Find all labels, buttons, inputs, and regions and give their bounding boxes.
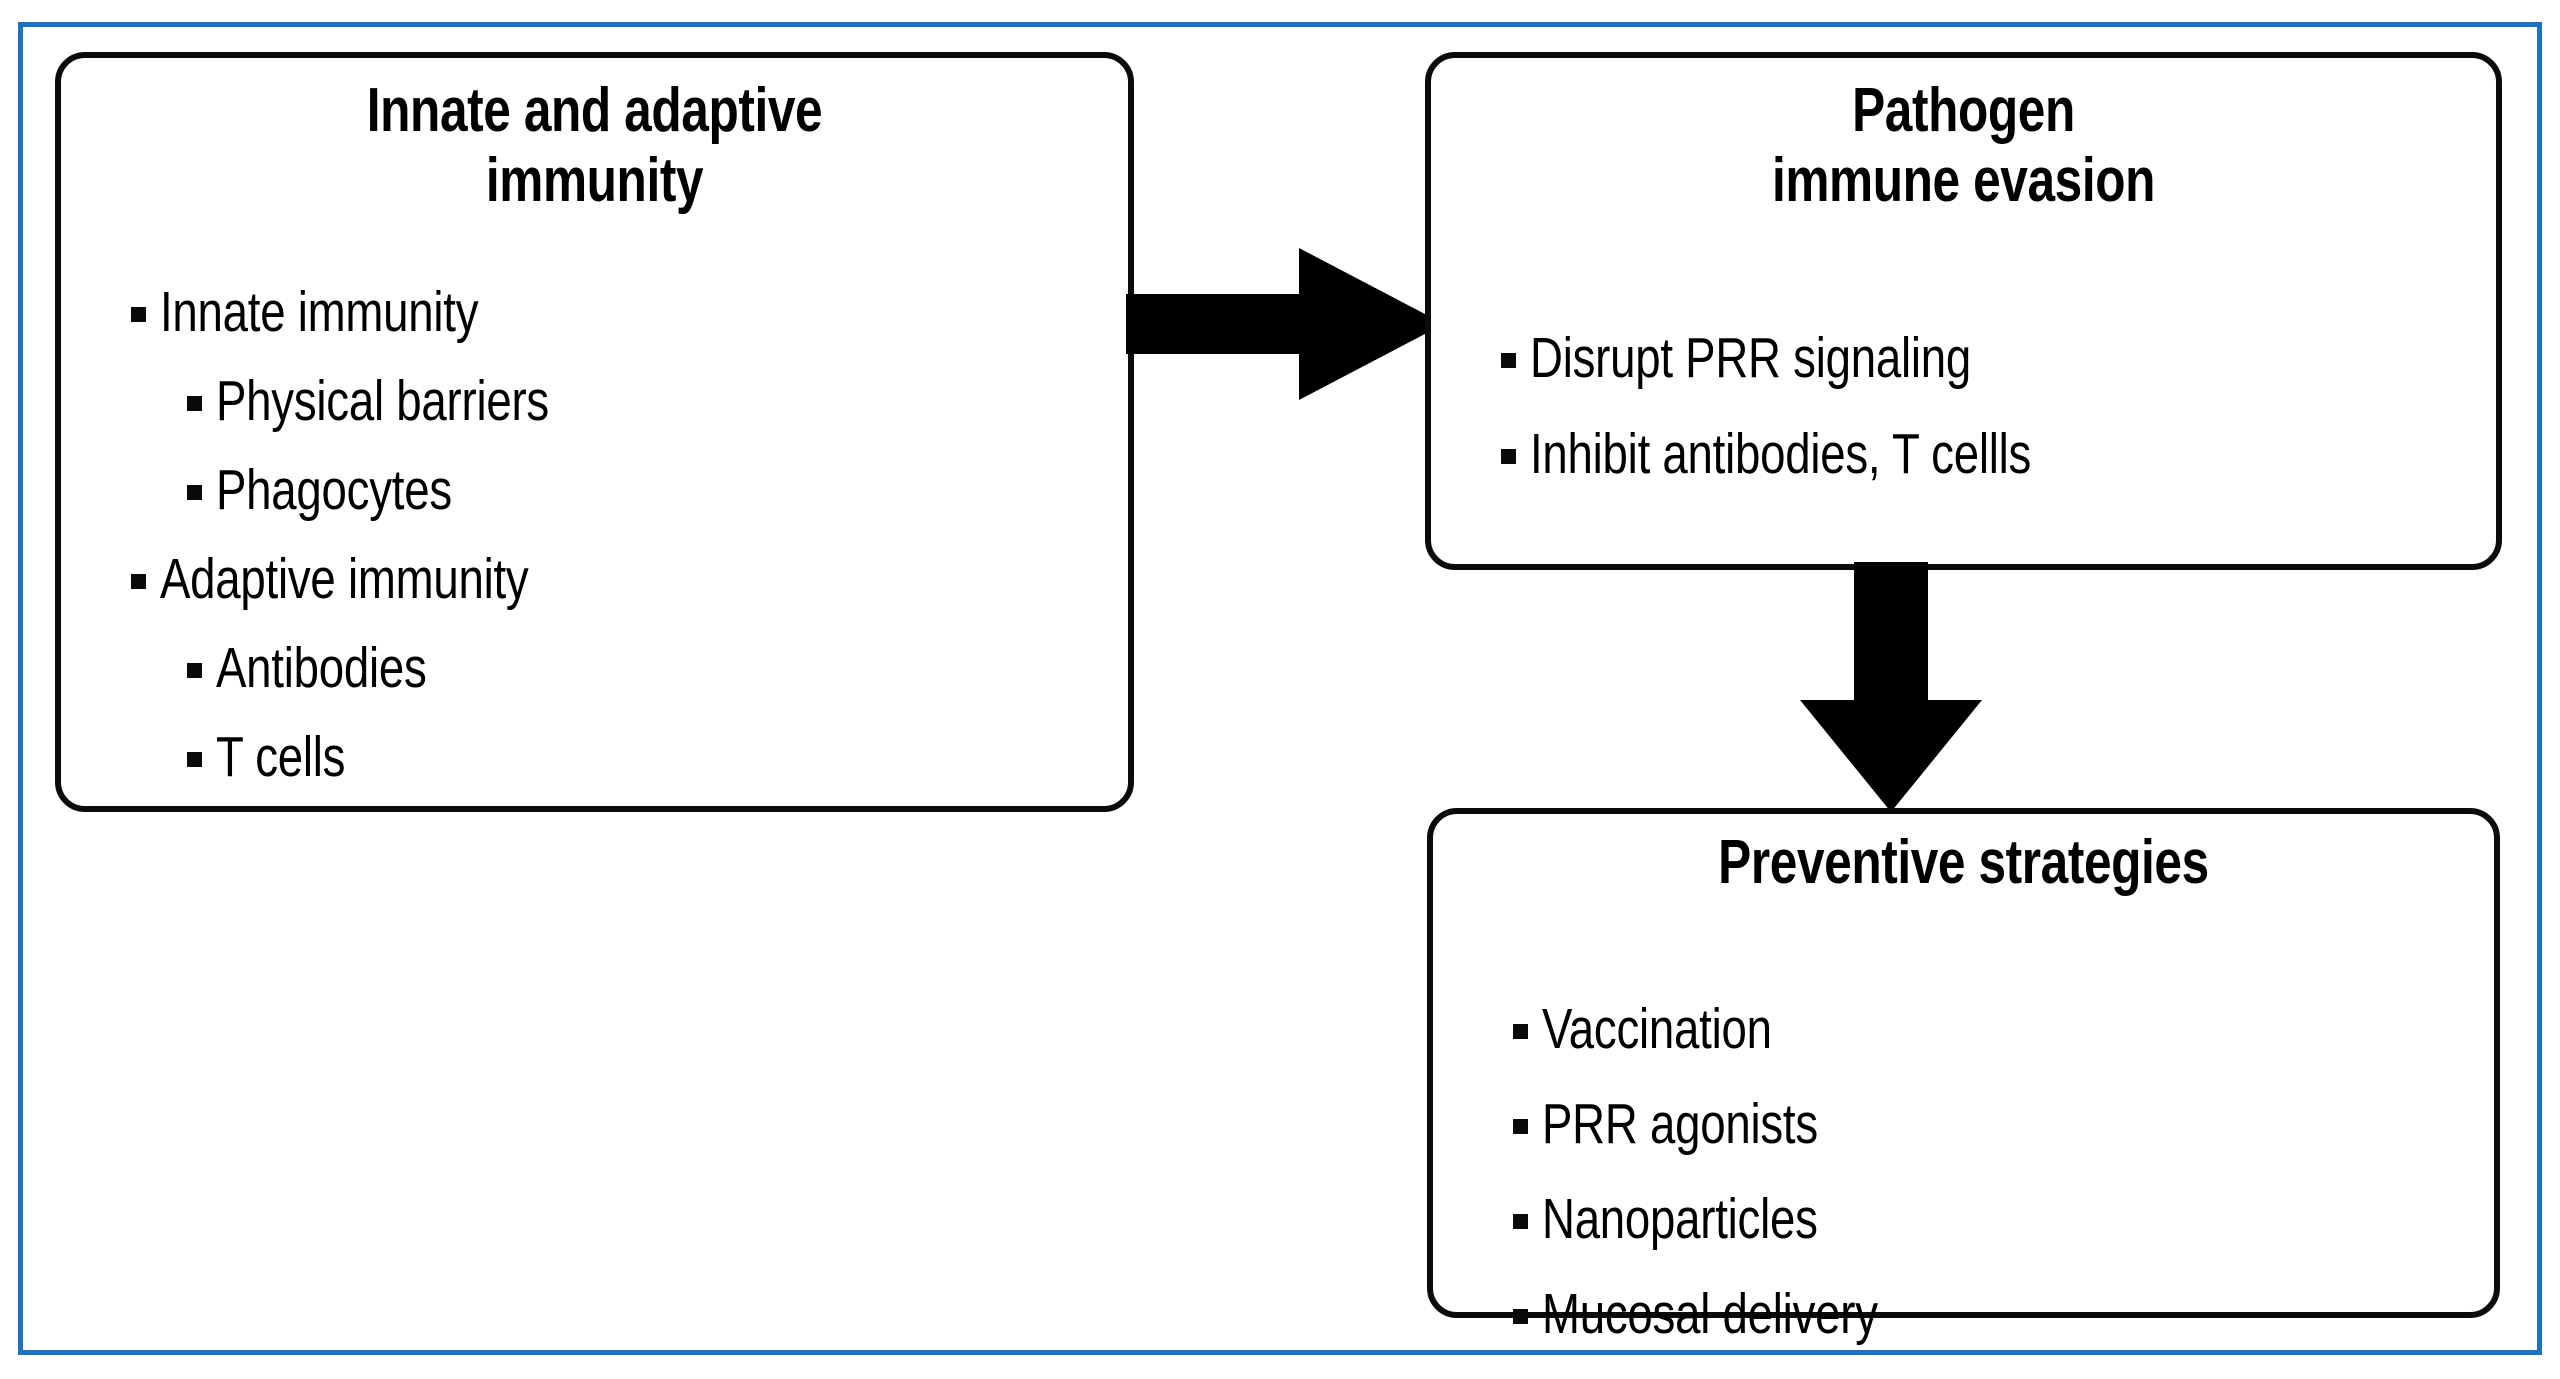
list-item: Inhibit antibodies, T cellls [1501,406,2156,502]
list-item: Vaccination [1513,982,1962,1077]
list-item: Phagocytes [131,446,632,535]
list-item: PRR agonists [1513,1077,1962,1172]
list-item: Innate immunity [131,268,632,357]
list-item-label: Physical barriers [216,369,549,433]
list-item-label: Innate immunity [160,280,479,344]
square-bullet-icon [1513,1214,1528,1229]
list-item-label: Nanoparticles [1542,1187,1818,1251]
arrow-right-icon [1126,248,1444,400]
list-item-label: PRR agonists [1542,1092,1818,1156]
box-title-pathogen-immune-evasion: Pathogen immune evasion [1771,76,2156,215]
list-item-label: Vaccination [1542,997,1772,1061]
square-bullet-icon [1513,1119,1528,1134]
box-title-preventive-strategies: Preventive strategies [1718,828,2209,897]
list-item: Disrupt PRR signaling [1501,310,2156,406]
square-bullet-icon [1513,1024,1528,1039]
square-bullet-icon [187,663,202,678]
list-item-label: Disrupt PRR signaling [1530,326,1972,390]
box-title-innate-and-adaptive-immunity: Innate and adaptive immunity [366,76,823,215]
square-bullet-icon [1501,449,1516,464]
box-innate-and-adaptive-immunity: Innate and adaptive immunity Innate immu… [55,52,1134,812]
box-pathogen-immune-evasion: Pathogen immune evasion Disrupt PRR sign… [1425,52,2502,570]
list-item-label: Antibodies [216,636,427,700]
list-item: Nanoparticles [1513,1172,1962,1267]
square-bullet-icon [187,396,202,411]
square-bullet-icon [131,574,146,589]
list-item: Antibodies [131,624,632,713]
square-bullet-icon [1501,353,1516,368]
list-item-label: Inhibit antibodies, T cellls [1530,422,2032,486]
list-item-label: Adaptive immunity [160,547,529,611]
list-item: T cells [131,713,632,802]
list-item-label: Mucosal delivery [1542,1282,1878,1346]
list-item-label: Phagocytes [216,458,452,522]
arrow-down-icon [1800,562,1982,812]
box-preventive-strategies: Preventive strategies Vaccination PRR ag… [1427,808,2500,1346]
bullet-list-preventive-strategies: Vaccination PRR agonists Nanoparticles M… [1513,982,1962,1362]
list-item: Adaptive immunity [131,535,632,624]
list-item: Mucosal delivery [1513,1267,1962,1362]
list-item: Physical barriers [131,357,632,446]
square-bullet-icon [1513,1309,1528,1324]
bullet-list-pathogen-immune-evasion: Disrupt PRR signaling Inhibit antibodies… [1501,310,2156,502]
square-bullet-icon [187,752,202,767]
list-item-label: T cells [216,725,346,789]
bullet-list-innate-and-adaptive-immunity: Innate immunity Physical barriers Phagoc… [131,268,632,802]
square-bullet-icon [187,485,202,500]
square-bullet-icon [131,307,146,322]
outer-blue-frame [18,22,2542,1355]
